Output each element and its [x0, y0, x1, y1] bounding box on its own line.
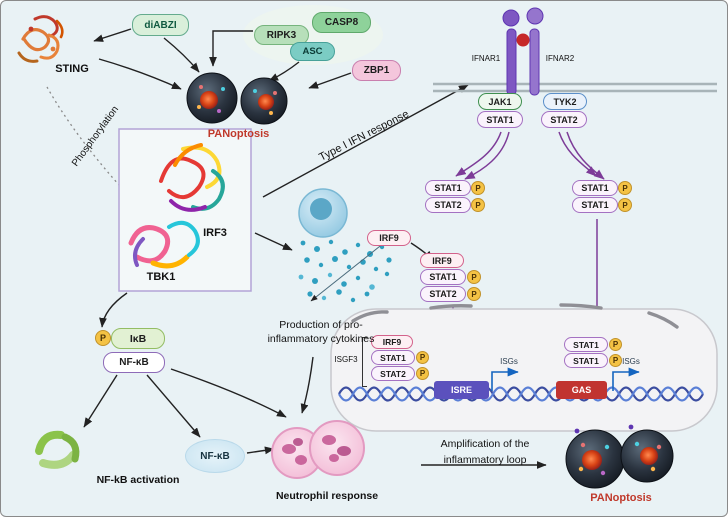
stat2-receptor-pill: STAT2: [541, 111, 587, 128]
irf9-pill: IRF9: [367, 230, 411, 246]
irf9-pill: IRF9: [371, 335, 413, 349]
stat1-pill: STAT1: [564, 353, 608, 368]
cytokines-label-line2: inflammatory cytokines: [267, 333, 375, 345]
nfkb-pill: NF-κB: [103, 352, 165, 373]
tbk1-label: TBK1: [146, 271, 176, 283]
ifnar1-label: IFNAR1: [471, 54, 501, 63]
panoptosis-cells-top: [186, 72, 288, 125]
phospho-p-badge: P: [618, 198, 632, 212]
plasma-membrane: [433, 82, 717, 93]
nuclear-envelope-marks: [351, 303, 679, 329]
gas-gene-box: GAS: [556, 381, 607, 399]
black-arrows: [83, 28, 547, 469]
sting-molecule-graphic: [17, 15, 64, 63]
secreting-cell: [298, 188, 348, 238]
sting-label: STING: [55, 63, 89, 75]
phospho-p-badge: P: [467, 270, 481, 284]
isgs-arrows: [491, 367, 640, 391]
isre-gene-box: ISRE: [434, 381, 489, 399]
amplification-label-line1: Amplification of the: [440, 438, 530, 450]
phospho-p-badge: P: [471, 198, 485, 212]
cytokine-dots: [298, 234, 396, 303]
phospho-p-badge: P: [416, 351, 429, 364]
green-chromatin-shape: [35, 430, 80, 469]
tyk2-pill: TYK2: [543, 93, 587, 110]
ripk3-pill: RIPK3: [254, 25, 309, 45]
panoptosis-cells-bottom: [565, 424, 674, 489]
isgf3-bracket: [362, 337, 367, 387]
tbk1-structure: [128, 220, 200, 269]
isgf3-label: ISGF3: [334, 355, 358, 364]
neutrophil-cells: [271, 420, 365, 479]
casp8-pill: CASP8: [312, 12, 371, 33]
stat1-pill: STAT1: [564, 337, 608, 352]
ikb-pill: IκB: [111, 328, 165, 349]
stat1-pill: STAT1: [425, 180, 471, 196]
phospho-p-badge: P: [467, 287, 481, 301]
diabzi-pill: diABZI: [132, 14, 189, 36]
nfkb-free-oval: NF-κB: [185, 439, 245, 473]
stat1-pill: STAT1: [371, 350, 415, 365]
isgs-label-right: ISGs: [622, 357, 640, 366]
ifnar2-label: IFNAR2: [545, 54, 575, 63]
cytokines-label-line1: Production of pro-: [279, 319, 363, 331]
stat2-pill: STAT2: [420, 286, 466, 302]
isgs-label-left: ISGs: [500, 357, 518, 366]
stat1-pill: STAT1: [420, 269, 466, 285]
phospho-p-badge: P: [618, 181, 632, 195]
phospho-p-badge: P: [416, 367, 429, 380]
asc-pill: ASC: [290, 42, 335, 61]
irf3-structure: [159, 143, 225, 212]
zbp1-pill: ZBP1: [352, 60, 401, 81]
irf3-label: IRF3: [203, 227, 227, 239]
stat1-receptor-pill: STAT1: [477, 111, 523, 128]
stat1-pill: STAT1: [572, 197, 618, 213]
phosphorylation-dotted-line: [46, 86, 120, 186]
nfkb-activation-label: NF-kB activation: [96, 474, 180, 486]
phospho-p-badge: P: [471, 181, 485, 195]
irf9-pill: IRF9: [420, 253, 464, 268]
neutrophil-response-label: Neutrophil response: [275, 490, 379, 502]
phospho-p-badge: P: [609, 338, 622, 351]
stat1-pill: STAT1: [572, 180, 618, 196]
panoptosis-bottom-label: PANoptosis: [590, 492, 652, 504]
stat2-pill: STAT2: [371, 366, 415, 381]
stat2-pill: STAT2: [425, 197, 471, 213]
phospho-p-badge: P: [609, 354, 622, 367]
ifnar-receptor-graphic: [502, 7, 544, 96]
jak1-pill: JAK1: [478, 93, 522, 110]
dna-helix: [338, 386, 704, 402]
phospho-p-badge: P: [95, 330, 111, 346]
panoptosis-top-label: PANoptosis: [207, 128, 270, 140]
amplification-label-line2: inflammatory loop: [443, 454, 527, 466]
